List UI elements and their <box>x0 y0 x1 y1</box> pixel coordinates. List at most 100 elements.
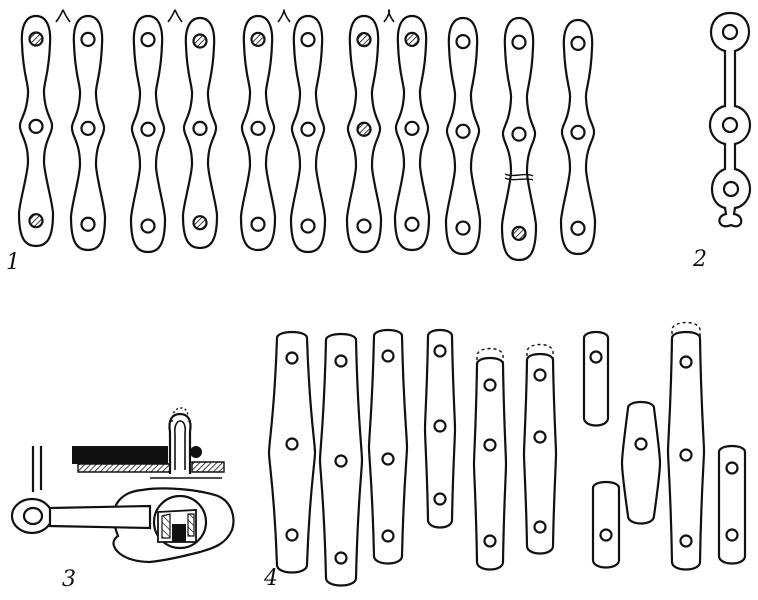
rivet-hole <box>572 37 585 50</box>
rivet-hole <box>252 218 265 231</box>
rivet-hole <box>142 33 155 46</box>
strap-plate-outline <box>593 482 619 568</box>
rivet-hole <box>82 33 95 46</box>
linked-plate <box>446 18 480 254</box>
rivet-hole <box>406 218 419 231</box>
strap-plate-outline <box>369 330 407 564</box>
strap-hole <box>485 380 496 391</box>
linking-bar-hole-top <box>723 25 737 39</box>
linked-plate <box>561 20 595 254</box>
rivet-hole <box>457 125 470 138</box>
hook-wire <box>33 446 41 492</box>
rivet-hole <box>457 35 470 48</box>
strap-hole <box>383 454 394 465</box>
strap-hole <box>336 553 347 564</box>
strap-hole <box>636 439 647 450</box>
section-rivet-head <box>190 446 202 458</box>
rivet-hole <box>82 122 95 135</box>
strap-hole <box>435 421 446 432</box>
rivet-hole <box>513 128 526 141</box>
strap-plate <box>269 332 315 573</box>
figure-label-3: 3 <box>62 567 76 592</box>
strap-plate <box>524 345 556 554</box>
strap-plate <box>369 330 407 564</box>
section-black-band <box>72 446 168 464</box>
rivet-hole <box>194 122 207 135</box>
section-hatched-layer-right <box>192 462 224 472</box>
linked-plate <box>502 18 536 260</box>
group-4-strap-plates <box>269 323 745 586</box>
strap-hole <box>681 536 692 547</box>
linking-bar-hole-bottom <box>724 182 738 196</box>
group-3-attachment-detail <box>12 408 233 562</box>
linked-plate <box>183 18 217 248</box>
linking-bar-hole-middle <box>723 118 737 132</box>
linked-plate <box>347 16 381 252</box>
strap-reconstructed-end <box>672 323 700 353</box>
rivet-hole-filled <box>406 33 419 46</box>
rivet-hole <box>406 122 419 135</box>
linked-plate <box>241 16 275 250</box>
strap-hole <box>287 439 298 450</box>
rivet-hole-filled <box>194 216 207 229</box>
rivet-hole <box>572 126 585 139</box>
rivet-hole <box>572 222 585 235</box>
strap-hole <box>681 450 692 461</box>
link-arc <box>168 10 182 22</box>
strap-plate <box>719 446 745 564</box>
strap-hole <box>287 353 298 364</box>
rivet-hole <box>142 220 155 233</box>
rivet-hole <box>302 33 315 46</box>
rivet-hole <box>358 220 371 233</box>
rivet-hole <box>252 122 265 135</box>
section-rivet-dotted <box>172 408 188 422</box>
hook-ring-inner <box>24 508 42 524</box>
strap-hole <box>383 351 394 362</box>
rivet-hole-filled <box>252 33 265 46</box>
strap-hole <box>383 531 394 542</box>
rivet-hole <box>142 123 155 136</box>
group-1-plate-pairs <box>19 10 595 260</box>
strap-hole <box>535 370 546 381</box>
rivet-hole-filled <box>194 35 207 48</box>
linked-plate <box>131 16 165 252</box>
linked-plate <box>71 16 105 250</box>
rivet-hole <box>513 36 526 49</box>
rivet-hole <box>457 222 470 235</box>
figure-label-2: 2 <box>693 247 707 272</box>
figure-label-1: 1 <box>6 250 20 275</box>
strap-plate <box>593 482 619 568</box>
rivet-clasp-detail <box>162 514 194 538</box>
strap-reconstructed-end <box>527 345 553 375</box>
figure-label-4: 4 <box>264 566 278 591</box>
rivet-clasp-black <box>172 524 186 542</box>
link-arc <box>278 10 290 22</box>
strap-plate <box>474 349 506 570</box>
linked-plate <box>395 16 429 250</box>
strap-hole <box>727 530 738 541</box>
strap-plate-outline <box>269 332 315 573</box>
link-arc <box>384 10 394 22</box>
strap-plate <box>622 402 660 524</box>
rivet-hole <box>82 218 95 231</box>
strap-hole <box>287 530 298 541</box>
strap-plate <box>425 330 455 528</box>
strap-hole <box>435 346 446 357</box>
strap-reconstructed-end <box>477 349 503 379</box>
rivet-hole-filled <box>358 33 371 46</box>
strap-hole <box>727 463 738 474</box>
section-hatched-layer <box>78 464 170 472</box>
strap-hole <box>601 530 612 541</box>
rivet-hole <box>30 120 43 133</box>
section-rivet-loop <box>169 414 190 474</box>
strap-hole <box>591 352 602 363</box>
rivet-hole <box>302 123 315 136</box>
linked-plate <box>19 16 53 246</box>
strap-hole <box>485 536 496 547</box>
rivet-hole-filled <box>30 33 43 46</box>
group-2-linking-bar <box>710 13 750 226</box>
hook-shank <box>50 506 150 528</box>
rivet-hole-filled <box>513 227 526 240</box>
strap-hole <box>336 456 347 467</box>
